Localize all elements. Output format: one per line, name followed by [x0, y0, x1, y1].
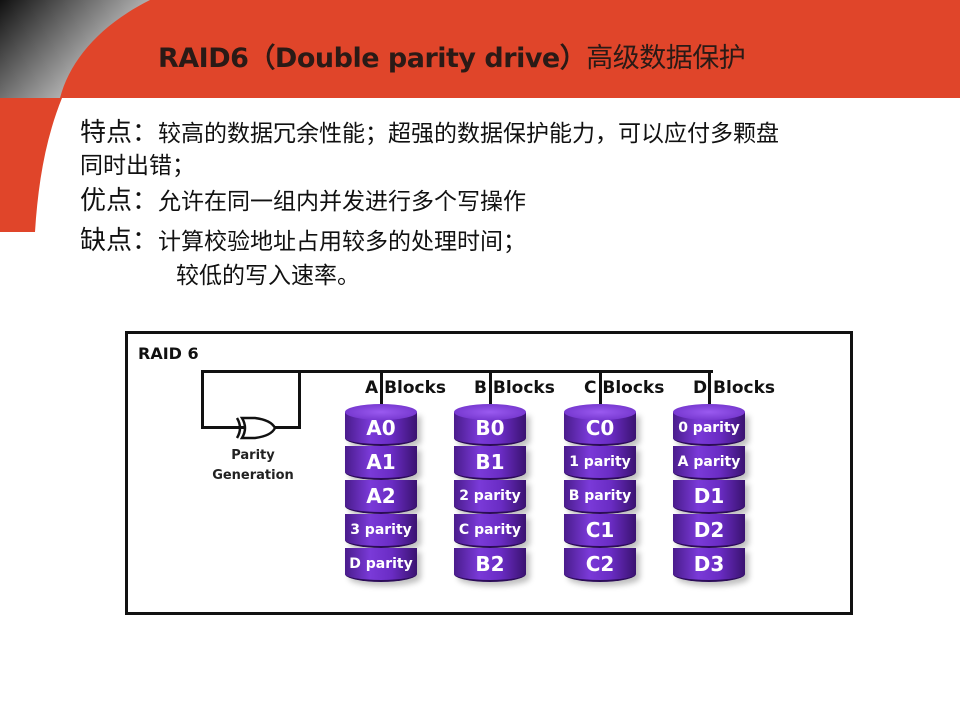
- disk-block: A parity: [673, 446, 745, 480]
- disk-top: [564, 404, 636, 420]
- bus-drop: [599, 370, 602, 410]
- disk-block: D2: [673, 514, 745, 548]
- disk-block: D3: [673, 548, 745, 582]
- disk-header: B Blocks: [474, 378, 555, 398]
- disk-block: B2: [454, 548, 526, 582]
- diagram-label: RAID 6: [138, 344, 199, 363]
- disk-top: [454, 404, 526, 420]
- disk-header: D Blocks: [693, 378, 775, 398]
- disk-block: C2: [564, 548, 636, 582]
- loop-left: [201, 370, 204, 428]
- disk-block: A2: [345, 480, 417, 514]
- disk-block: 2 parity: [454, 480, 526, 514]
- disk-header: A Blocks: [365, 378, 447, 398]
- disk-block: D parity: [345, 548, 417, 582]
- features-line: 特点：较高的数据冗余性能；超强的数据保护能力，可以应付多颗盘: [80, 118, 780, 148]
- disk-block: C parity: [454, 514, 526, 548]
- bus-line: [201, 370, 713, 373]
- bus-drop: [708, 370, 711, 410]
- features-line-2: 同时出错；: [80, 153, 195, 179]
- disk-block: C1: [564, 514, 636, 548]
- disk-top: [345, 404, 417, 420]
- bus-drop: [489, 370, 492, 410]
- disk-block: 1 parity: [564, 446, 636, 480]
- cons-line: 缺点：计算校验地址占用较多的处理时间；: [80, 226, 527, 256]
- pros-line: 优点：允许在同一组内并发进行多个写操作: [80, 186, 527, 216]
- slide-title: RAID6（Double parity drive）高级数据保护: [158, 43, 746, 74]
- disk-block: 3 parity: [345, 514, 417, 548]
- disk-top: [673, 404, 745, 420]
- disk-block: D1: [673, 480, 745, 514]
- disk-block: B parity: [564, 480, 636, 514]
- disk-block: A1: [345, 446, 417, 480]
- disk-header: C Blocks: [584, 378, 665, 398]
- disk-block: B1: [454, 446, 526, 480]
- loop-right: [298, 370, 301, 428]
- cons-line-2: 较低的写入速率。: [176, 263, 360, 289]
- xor-gate-icon: [235, 416, 277, 440]
- bus-drop: [380, 370, 383, 410]
